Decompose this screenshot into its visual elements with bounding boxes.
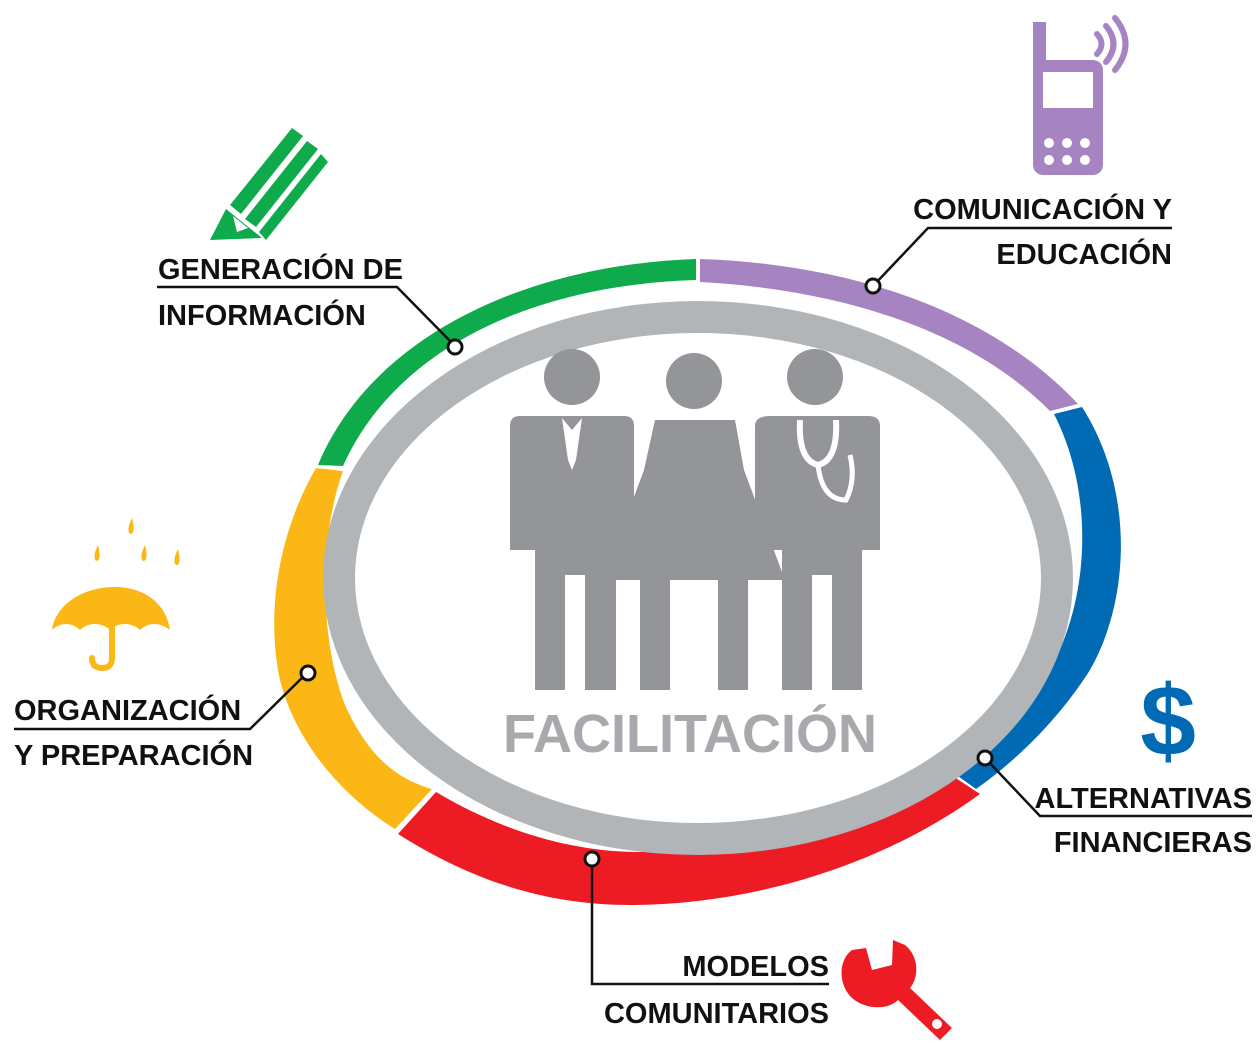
ring-segment-generacion: [318, 259, 696, 466]
connector-organizacion: [14, 671, 309, 731]
segment-label-modelos: MODELOS COMUNITARIOS: [604, 951, 829, 1030]
marker-comunicacion: [864, 277, 882, 295]
ring-segment-alternativas: [944, 407, 1121, 789]
svg-text:$: $: [1140, 665, 1196, 777]
label-line1: COMUNICACIÓN Y: [913, 192, 1172, 226]
mobile-phone-icon: [1033, 15, 1129, 175]
label-line1: ORGANIZACIÓN: [14, 693, 241, 727]
connectors: [14, 226, 1252, 986]
label-line2: FINANCIERAS: [1054, 827, 1252, 859]
umbrella-rain-icon: [52, 518, 180, 672]
label-line2: COMUNITARIOS: [604, 998, 829, 1030]
dollar-sign-icon: $: [1140, 665, 1196, 777]
marker-organizacion: [299, 664, 317, 682]
ring-segment-organizacion: [274, 468, 432, 829]
label-line2: EDUCACIÓN: [996, 237, 1172, 271]
marker-modelos: [583, 850, 601, 868]
center-label: FACILITACIÓN: [503, 704, 877, 764]
wrench-icon: [841, 940, 952, 1040]
connector-markers: [299, 277, 994, 868]
label-line1: GENERACIÓN DE: [158, 252, 403, 286]
connector-comunicacion: [872, 226, 1172, 287]
ring-segment-modelos: [398, 769, 980, 905]
segment-label-alternativas: ALTERNATIVAS FINANCIERAS: [1035, 783, 1253, 859]
label-line1: MODELOS: [682, 951, 829, 983]
ring-segment-comunicacion: [700, 259, 1078, 411]
pencil-icon: [210, 128, 328, 240]
marker-alternativas: [976, 749, 994, 767]
label-line1: ALTERNATIVAS: [1035, 783, 1253, 815]
segment-label-generacion: GENERACIÓN DE INFORMACIÓN: [158, 252, 403, 332]
label-line2: Y PREPARACIÓN: [14, 738, 253, 772]
connector-modelos: [590, 860, 829, 986]
connector-alternativas: [984, 757, 1252, 818]
three-people-icon: [510, 349, 880, 690]
segment-label-comunicacion: COMUNICACIÓN Y EDUCACIÓN: [913, 192, 1172, 271]
label-line2: INFORMACIÓN: [158, 298, 366, 332]
connector-generacion: [157, 285, 456, 347]
marker-generacion: [446, 338, 464, 356]
segment-label-organizacion: ORGANIZACIÓN Y PREPARACIÓN: [14, 693, 253, 772]
